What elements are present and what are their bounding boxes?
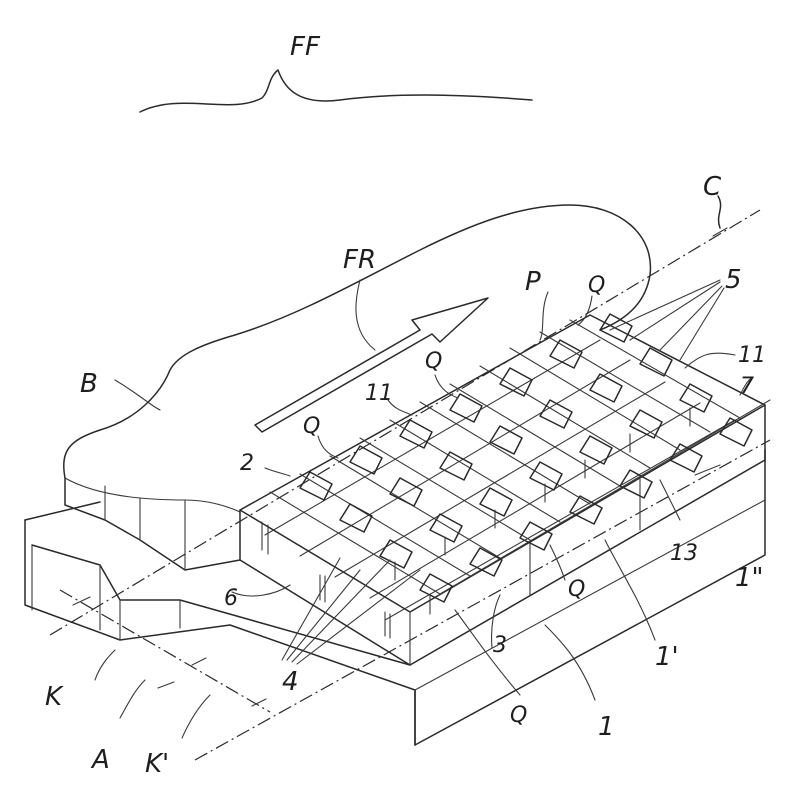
label-q-top: Q <box>588 273 605 298</box>
label-13: 13 <box>670 541 698 566</box>
label-c: C <box>703 172 722 202</box>
label-7: 7 <box>740 374 754 399</box>
label-q-left: Q <box>303 414 320 439</box>
label-1-prime: 1' <box>655 642 679 672</box>
label-2: 2 <box>240 451 254 476</box>
fins <box>299 313 753 603</box>
foot-outline <box>63 204 652 479</box>
label-4: 4 <box>282 667 299 697</box>
label-k: K <box>45 682 64 712</box>
label-11-right: 11 <box>738 343 766 368</box>
label-a: A <box>90 745 110 775</box>
base-block <box>24 449 766 746</box>
label-p: P <box>525 267 541 297</box>
label-11-left: 11 <box>365 381 393 406</box>
label-5: 5 <box>725 265 742 295</box>
grid-cells <box>264 319 771 621</box>
ff-brace <box>139 69 533 113</box>
label-ff: FF <box>290 32 321 62</box>
grid-block-outline <box>239 314 766 666</box>
label-6: 6 <box>224 586 238 611</box>
label-q-lower: Q <box>568 577 585 602</box>
axis-k-prime <box>194 439 771 761</box>
fr-arrow <box>254 297 489 433</box>
label-q-mid: Q <box>425 349 442 374</box>
label-b: B <box>80 369 98 399</box>
label-k-prime: K' <box>145 749 169 779</box>
label-fr: FR <box>343 245 376 275</box>
label-1: 1 <box>598 712 615 742</box>
foot-sole-edge <box>64 477 241 571</box>
label-1-double-prime: 1" <box>735 563 764 593</box>
axis-k <box>59 589 271 713</box>
axis-c <box>49 209 761 636</box>
leader-lines <box>94 279 753 739</box>
label-3: 3 <box>493 633 507 658</box>
label-q-bottom: Q <box>510 703 527 728</box>
